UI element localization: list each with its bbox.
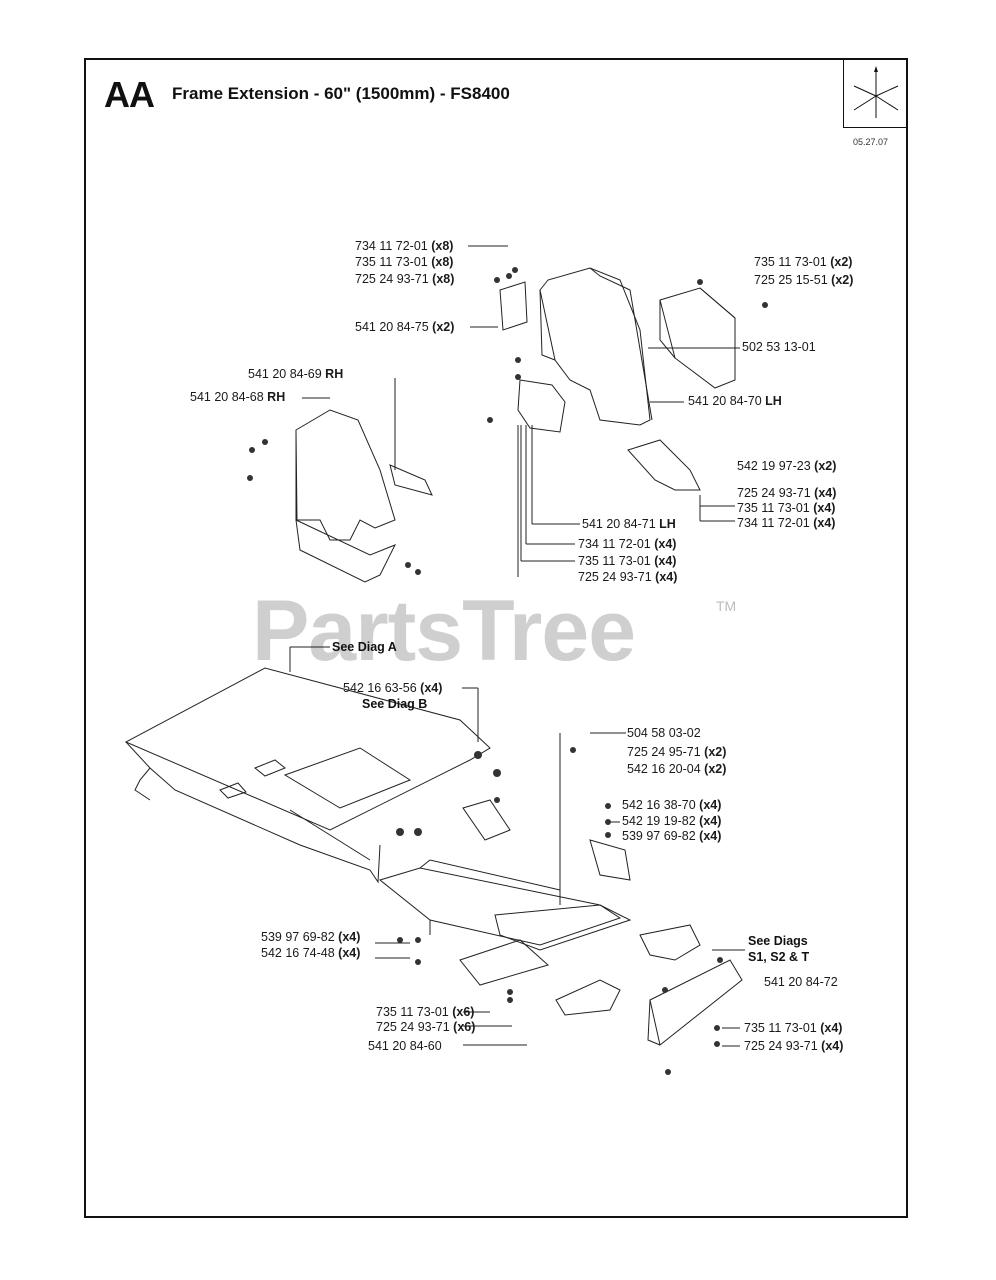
see-diags-note: See Diags — [748, 934, 808, 948]
part-label: 734 11 72-01 (x4) — [737, 516, 836, 530]
part-label: 735 11 73-01 (x4) — [737, 501, 836, 515]
part-label: 542 19 19-82 (x4) — [622, 814, 722, 828]
part-label: 539 97 69-82 (x4) — [622, 829, 722, 843]
part-label: 541 20 84-60 — [368, 1039, 442, 1053]
part-label: 541 20 84-72 — [764, 975, 838, 989]
part-label: 725 24 93-71 (x4) — [578, 570, 678, 584]
part-label: 541 20 84-75 (x2) — [355, 320, 455, 334]
part-label: 542 19 97-23 (x2) — [737, 459, 837, 473]
part-label: 542 16 74-48 (x4) — [261, 946, 361, 960]
orientation-compass — [843, 58, 908, 128]
part-label: 725 24 93-71 (x4) — [737, 486, 837, 500]
part-label: 541 20 84-69 RH — [248, 367, 344, 381]
revision-date: 05.27.07 — [853, 137, 889, 147]
part-label: 541 20 84-68 RH — [190, 390, 286, 404]
part-label: 542 16 63-56 (x4) — [343, 681, 443, 695]
watermark-tm: TM — [716, 598, 737, 614]
watermark: PartsTree — [252, 583, 636, 679]
part-label: 735 11 73-01 (x4) — [744, 1021, 843, 1035]
part-label: 734 11 72-01 (x8) — [355, 239, 454, 253]
part-label: 725 24 95-71 (x2) — [627, 745, 727, 759]
part-label: 734 11 72-01 (x4) — [578, 537, 677, 551]
part-label: 725 24 93-71 (x8) — [355, 272, 455, 286]
compass-icon — [853, 66, 899, 118]
see-diag-a-note: See Diag A — [332, 640, 397, 654]
page-border — [84, 58, 908, 1218]
diagram-title: Frame Extension - 60" (1500mm) - FS8400 — [172, 84, 510, 103]
part-label: 725 25 15-51 (x2) — [754, 273, 854, 287]
part-label: 735 11 73-01 (x6) — [376, 1005, 475, 1019]
part-label: 725 24 93-71 (x4) — [744, 1039, 844, 1053]
part-label: 542 16 38-70 (x4) — [622, 798, 722, 812]
part-label: 735 11 73-01 (x4) — [578, 554, 677, 568]
part-label: 735 11 73-01 (x2) — [754, 255, 853, 269]
part-label: 541 20 84-71 LH — [582, 517, 676, 531]
part-label: 502 53 13-01 — [742, 340, 816, 354]
part-label: 725 24 93-71 (x6) — [376, 1020, 476, 1034]
see-diag-b-note: See Diag B — [362, 697, 428, 711]
part-label: 539 97 69-82 (x4) — [261, 930, 361, 944]
part-label: 541 20 84-70 LH — [688, 394, 782, 408]
part-label: 735 11 73-01 (x8) — [355, 255, 454, 269]
part-label: 504 58 03-02 — [627, 726, 701, 740]
see-diags-list: S1, S2 & T — [748, 950, 810, 964]
diagram-code: AA — [104, 74, 155, 115]
part-label: 542 16 20-04 (x2) — [627, 762, 727, 776]
